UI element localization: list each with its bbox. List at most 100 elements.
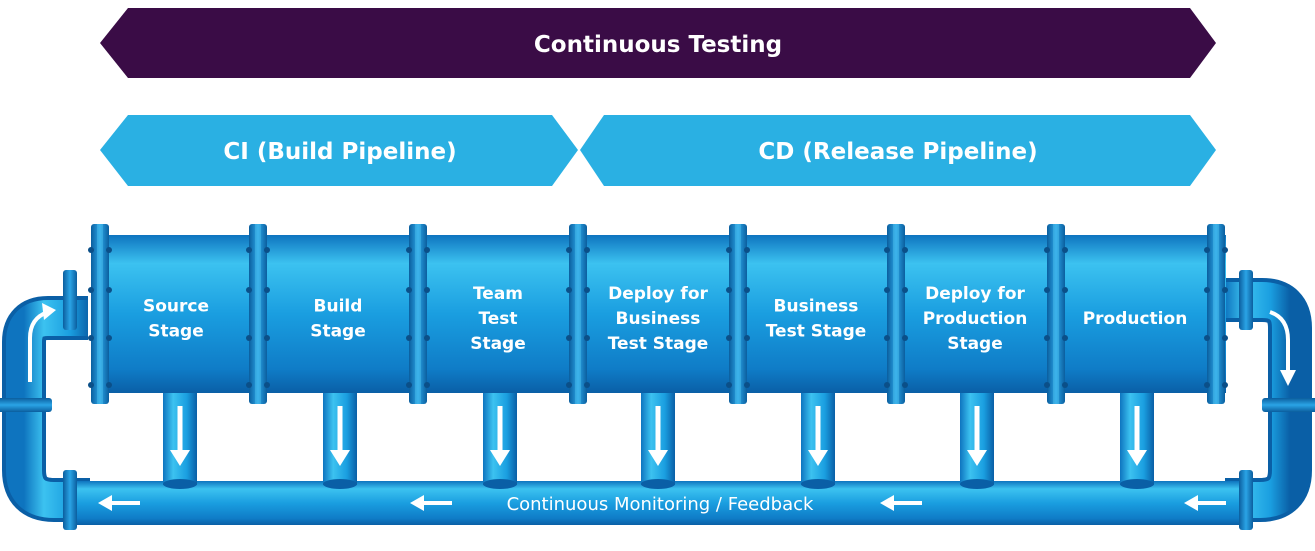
flange-bolt bbox=[424, 247, 430, 253]
flange-bolt bbox=[88, 247, 94, 253]
flange-bolt bbox=[744, 287, 750, 293]
flange-bolt bbox=[884, 382, 890, 388]
flange-bolt bbox=[1204, 335, 1210, 341]
down-arrow-icon bbox=[808, 406, 828, 466]
pipe-flange bbox=[726, 224, 750, 404]
stage-label-line: Deploy for bbox=[608, 284, 708, 304]
down-arrow-icon bbox=[648, 406, 668, 466]
stage-label-production: Production bbox=[1083, 309, 1188, 329]
flange-bolt bbox=[726, 382, 732, 388]
flange-bolt bbox=[726, 335, 732, 341]
left-arrow-icon bbox=[880, 495, 922, 511]
flange-bolt bbox=[264, 287, 270, 293]
flange-bolt bbox=[406, 382, 412, 388]
loop-flange bbox=[63, 470, 77, 530]
flange-bolt bbox=[246, 247, 252, 253]
down-curve-arrow-icon bbox=[1269, 310, 1296, 386]
down-arrow-icon bbox=[490, 406, 510, 466]
stage-down-pipe-end bbox=[483, 479, 517, 489]
continuous-testing-banner: Continuous Testing bbox=[100, 8, 1216, 78]
stage-label-line: Stage bbox=[148, 322, 204, 342]
cd-banner: CD (Release Pipeline) bbox=[580, 115, 1216, 186]
pipe-flange bbox=[88, 224, 112, 404]
flange-bolt bbox=[884, 287, 890, 293]
stage-down-pipe-end bbox=[323, 479, 357, 489]
flange-bolt bbox=[424, 382, 430, 388]
stage-label-line: Production bbox=[1083, 309, 1188, 329]
flange-bolt bbox=[566, 247, 572, 253]
flange-bolt bbox=[584, 382, 590, 388]
flange-bolt bbox=[584, 287, 590, 293]
stage-label-line: Source bbox=[143, 297, 209, 317]
ci-label: CI (Build Pipeline) bbox=[223, 139, 456, 165]
flange-bolt bbox=[902, 335, 908, 341]
flange-bolt bbox=[88, 287, 94, 293]
flange-bolt bbox=[1062, 335, 1068, 341]
pipe-flange bbox=[1204, 224, 1228, 404]
pipe-flange bbox=[1044, 224, 1068, 404]
loop-flange bbox=[63, 270, 77, 330]
stage-down-pipe-end bbox=[960, 479, 994, 489]
flange-bolt bbox=[106, 287, 112, 293]
stage-label-line: Deploy for bbox=[925, 284, 1025, 304]
flange-bolt bbox=[726, 247, 732, 253]
down-arrow-icon bbox=[967, 406, 987, 466]
stage-down-pipe-end bbox=[801, 479, 835, 489]
pipe-flange bbox=[566, 224, 590, 404]
flange-bolt bbox=[1222, 382, 1228, 388]
flange-bolt bbox=[1044, 287, 1050, 293]
stage-label-line: Team bbox=[473, 284, 523, 304]
flange-bolt bbox=[902, 247, 908, 253]
flange-bolt bbox=[584, 247, 590, 253]
down-arrow-icon bbox=[330, 406, 350, 466]
flange-bolt bbox=[1044, 335, 1050, 341]
stage-label-line: Stage bbox=[470, 334, 526, 354]
flange-bolt bbox=[884, 247, 890, 253]
flange-bolt bbox=[246, 287, 252, 293]
stage-label-line: Test bbox=[478, 309, 517, 329]
flange-bolt bbox=[1062, 247, 1068, 253]
flange-bolt bbox=[1222, 287, 1228, 293]
stage-down-pipe-end bbox=[641, 479, 675, 489]
stage-down-pipe-end bbox=[1120, 479, 1154, 489]
loop-flange bbox=[1239, 270, 1253, 330]
flange-bolt bbox=[264, 335, 270, 341]
stage-label-line: Stage bbox=[947, 334, 1003, 354]
cd-label: CD (Release Pipeline) bbox=[758, 139, 1037, 165]
stage-label-line: Business bbox=[774, 297, 859, 317]
up-curve-arrow-icon bbox=[28, 303, 56, 382]
stage-label-line: Production bbox=[923, 309, 1028, 329]
stage-label-line: Test Stage bbox=[608, 334, 709, 354]
flange-bolt bbox=[1204, 287, 1210, 293]
flange-bolt bbox=[902, 287, 908, 293]
flange-bolt bbox=[406, 247, 412, 253]
flange-bolt bbox=[744, 335, 750, 341]
loop-flange bbox=[1262, 398, 1315, 412]
flange-bolt bbox=[1044, 382, 1050, 388]
left-arrow-icon bbox=[1184, 495, 1226, 511]
stage-label-line: Business bbox=[616, 309, 701, 329]
flange-bolt bbox=[1204, 382, 1210, 388]
down-arrow-icon bbox=[1127, 406, 1147, 466]
pipe-flange bbox=[884, 224, 908, 404]
flange-bolt bbox=[902, 382, 908, 388]
flange-bolt bbox=[1222, 335, 1228, 341]
flange-bolt bbox=[88, 382, 94, 388]
flange-bolt bbox=[246, 382, 252, 388]
left-arrow-icon bbox=[98, 495, 140, 511]
flange-bolt bbox=[744, 382, 750, 388]
stage-label-line: Stage bbox=[310, 322, 366, 342]
flange-bolt bbox=[424, 335, 430, 341]
stage-down-pipe-end bbox=[163, 479, 197, 489]
flange-bolt bbox=[726, 287, 732, 293]
flange-bolt bbox=[246, 335, 252, 341]
flange-bolt bbox=[1062, 382, 1068, 388]
flange-bolt bbox=[884, 335, 890, 341]
flange-bolt bbox=[1044, 247, 1050, 253]
